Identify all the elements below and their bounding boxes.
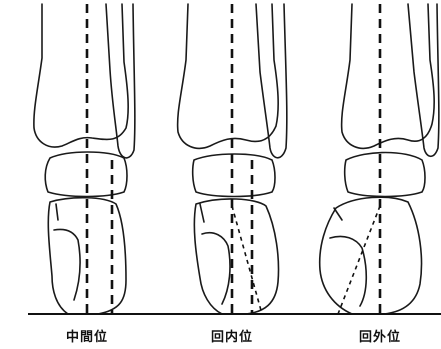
calcaneal-axis-line: [338, 206, 380, 314]
caption-neutral: 中間位: [66, 326, 108, 345]
talus-bone: [193, 154, 275, 197]
calcaneal-axis-line: [232, 206, 262, 314]
calcaneus-bone: [194, 199, 278, 314]
talus-bone: [345, 153, 425, 197]
caption-inversion: 回内位: [211, 326, 253, 345]
panel-neutral: [34, 4, 135, 314]
caption-eversion: 回外位: [359, 326, 401, 345]
fibula-bone: [408, 4, 439, 156]
panel-inversion: [178, 4, 287, 314]
tibia-bone: [34, 4, 128, 147]
calcaneus-bone: [320, 197, 422, 314]
tibia-bone: [342, 4, 435, 148]
tibia-bone: [178, 4, 279, 148]
panel-eversion: [320, 4, 439, 314]
